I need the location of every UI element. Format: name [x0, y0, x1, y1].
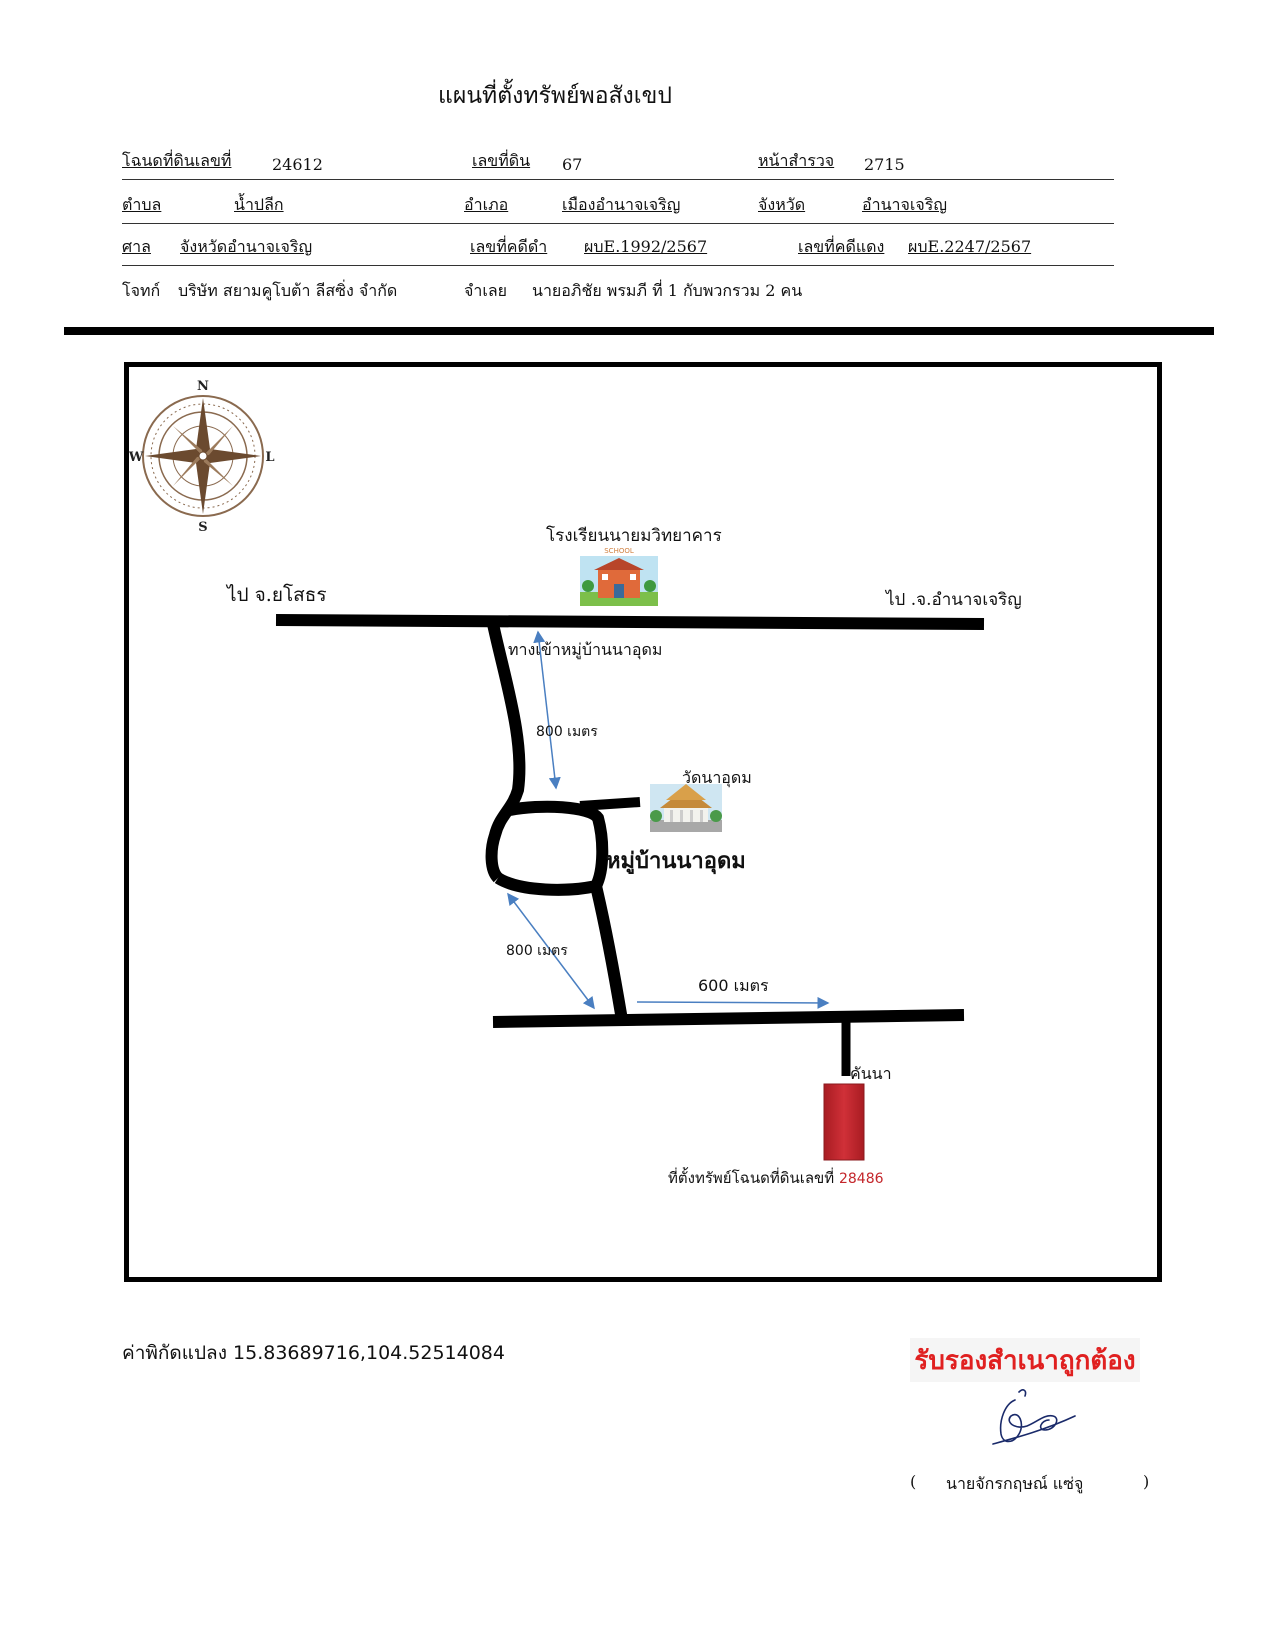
distance-arrow-2 — [507, 892, 595, 1010]
red-case-label: เลขที่คดีแดง — [798, 237, 885, 256]
signer-close-paren: ) — [1143, 1472, 1150, 1491]
black-case: ผบE.1992/2567 — [584, 237, 708, 256]
deed-no: 24612 — [272, 155, 323, 174]
village-access-road — [485, 622, 526, 883]
header-row-location: ตำบล น้ำปลีก อำเภอ เมืองอำนาจเจริญ จังหว… — [122, 194, 1114, 224]
main-highway — [275, 614, 985, 630]
signer-name: นายจักรกฤษณ์ แซ่จู — [946, 1474, 1084, 1493]
school-label: โรงเรียนนายมวิทยาคาร — [546, 526, 722, 546]
distance-arrow-3 — [636, 996, 830, 1009]
distance-label-2: 800 เมตร — [506, 943, 568, 959]
coordinates-text: ค่าพิกัดแปลง 15.83689716,104.52514084 — [122, 1342, 505, 1364]
property-deed-no: 28486 — [838, 1171, 884, 1187]
defendant-label: จำเลย — [464, 281, 508, 300]
school-icon — [580, 556, 658, 606]
compass-north-label: N — [197, 379, 209, 394]
header-separator — [64, 327, 1214, 335]
to-amnat-label: ไป .จ.อำนาจเจริญ — [886, 590, 1022, 610]
property-marker — [823, 1083, 865, 1161]
school-sign-text: SCHOOL — [604, 547, 634, 555]
signer-open-paren: ( — [910, 1472, 917, 1491]
temple-road — [579, 797, 641, 811]
village-label: หมู่บ้านนาอุดม — [606, 849, 746, 874]
temple-label: วัดนาอุดม — [682, 768, 752, 787]
province-label: จังหวัด — [758, 195, 806, 214]
compass-rose-icon — [142, 395, 264, 517]
property-label-text: ที่ตั้งทรัพย์โฉนดที่ดินเลขที่ — [668, 1169, 835, 1187]
subdistrict: น้ำปลีก — [234, 195, 284, 214]
province: อำนาจเจริญ — [862, 195, 947, 214]
compass-east-label: L — [265, 450, 274, 465]
land-no: 67 — [562, 155, 583, 174]
village-loop-road — [494, 800, 609, 896]
red-case: ผบE.2247/2567 — [908, 237, 1032, 256]
header-row-deed: โฉนดที่ดินเลขที่ 24612 เลขที่ดิน 67 หน้า… — [122, 150, 1114, 180]
district: เมืองอำนาจเจริญ — [562, 195, 681, 214]
map-frame — [124, 362, 1162, 1282]
signature-mark — [992, 1389, 1076, 1445]
compass-south-label: S — [198, 520, 207, 535]
land-no-label: เลขที่ดิน — [472, 151, 531, 170]
distance-label-1: 800 เมตร — [536, 724, 598, 740]
court-label: ศาล — [122, 237, 151, 256]
distance-label-3: 600 เมตร — [698, 976, 769, 995]
village-entrance-label: ทางเข้าหมู่บ้านนาอุดม — [508, 640, 663, 659]
compass-west-label: W — [128, 450, 144, 465]
survey-page: 2715 — [864, 155, 905, 174]
dike-label: คันนา — [850, 1064, 892, 1083]
defendant: นายอภิชัย พรมภี ที่ 1 กับพวกรวม 2 คน — [532, 281, 803, 300]
divider — [122, 179, 1114, 180]
divider — [122, 223, 1114, 224]
to-yasothon-label: ไป จ.ยโสธร — [227, 584, 327, 606]
divider — [122, 265, 1114, 266]
plaintiff: บริษัท สยามคูโบต้า ลีสซิ่ง จำกัด — [178, 281, 398, 300]
temple-icon — [650, 784, 722, 832]
plaintiff-label: โจทก์ — [122, 281, 161, 300]
court: จังหวัดอำนาจเจริญ — [180, 237, 313, 256]
black-case-label: เลขที่คดีดำ — [470, 237, 548, 256]
header-row-parties: โจทก์ บริษัท สยามคูโบต้า ลีสซิ่ง จำกัด จ… — [122, 280, 1114, 310]
stamp-text: รับรองสำเนาถูกต้อง — [914, 1345, 1136, 1376]
deed-label: โฉนดที่ดินเลขที่ — [122, 151, 232, 170]
subdistrict-label: ตำบล — [122, 195, 162, 214]
south-road — [590, 884, 628, 1021]
district-label: อำเภอ — [464, 195, 509, 214]
property-label: ที่ตั้งทรัพย์โฉนดที่ดินเลขที่ 28486 — [668, 1166, 884, 1190]
certified-copy-stamp: รับรองสำเนาถูกต้อง — [910, 1338, 1140, 1382]
page-title: แผนที่ตั้งทรัพย์พอสังเขป — [438, 83, 672, 109]
distance-arrow-1 — [533, 630, 561, 790]
lower-road — [492, 1009, 965, 1028]
survey-page-label: หน้าสำรวจ — [758, 151, 835, 170]
header-row-court: ศาล จังหวัดอำนาจเจริญ เลขที่คดีดำ ผบE.19… — [122, 236, 1114, 266]
